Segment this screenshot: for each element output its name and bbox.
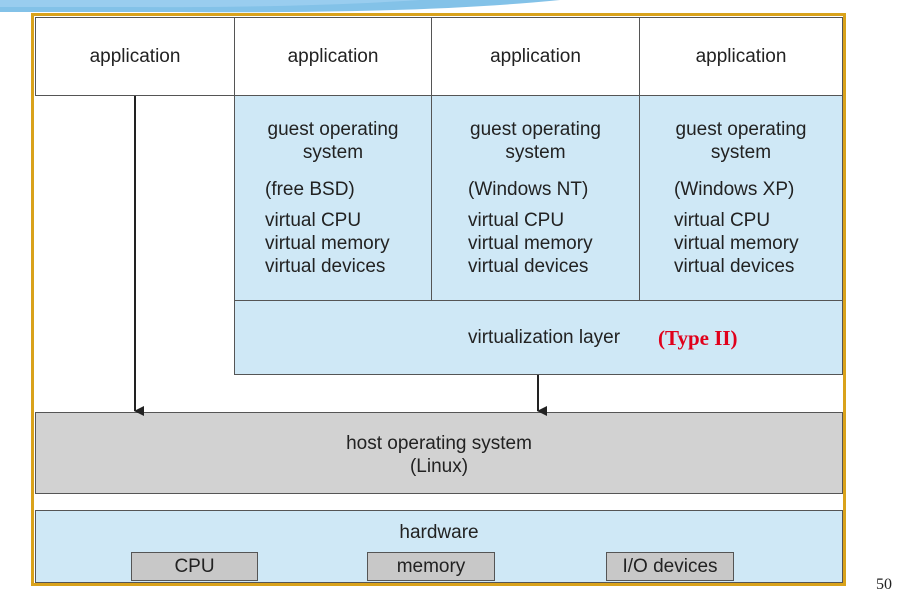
hardware-label: hardware: [399, 522, 479, 543]
host-os-box: host operating system(Linux): [35, 412, 843, 494]
application-box-4: application: [639, 17, 843, 96]
application-box-3: application: [431, 17, 640, 96]
application-label: application: [695, 45, 787, 67]
guest-os-name: (Windows XP): [674, 179, 795, 200]
guest-os-name: (free BSD): [265, 179, 355, 200]
page-number: 50: [876, 576, 892, 593]
diagram-frame: [31, 13, 846, 586]
cpu-chip: CPU: [131, 552, 258, 581]
virtualization-layer-box: virtualization layer (Type II): [234, 300, 843, 375]
guest-os-name: (Windows NT): [468, 179, 589, 200]
header-swoosh-decoration: [0, 0, 560, 13]
memory-chip: memory: [367, 552, 495, 581]
application-box-2: application: [234, 17, 432, 96]
application-label: application: [287, 45, 379, 67]
application-box-1: application: [35, 17, 235, 96]
hardware-box: hardware CPU memory I/O devices: [35, 510, 843, 583]
io-devices-chip: I/O devices: [606, 552, 734, 581]
virtualization-layer-label: virtualization layer: [468, 327, 621, 348]
application-label: application: [490, 45, 581, 67]
application-label: application: [89, 45, 181, 67]
host-os-label: host operating system(Linux): [346, 433, 532, 477]
type-ii-label: (Type II): [658, 326, 738, 350]
